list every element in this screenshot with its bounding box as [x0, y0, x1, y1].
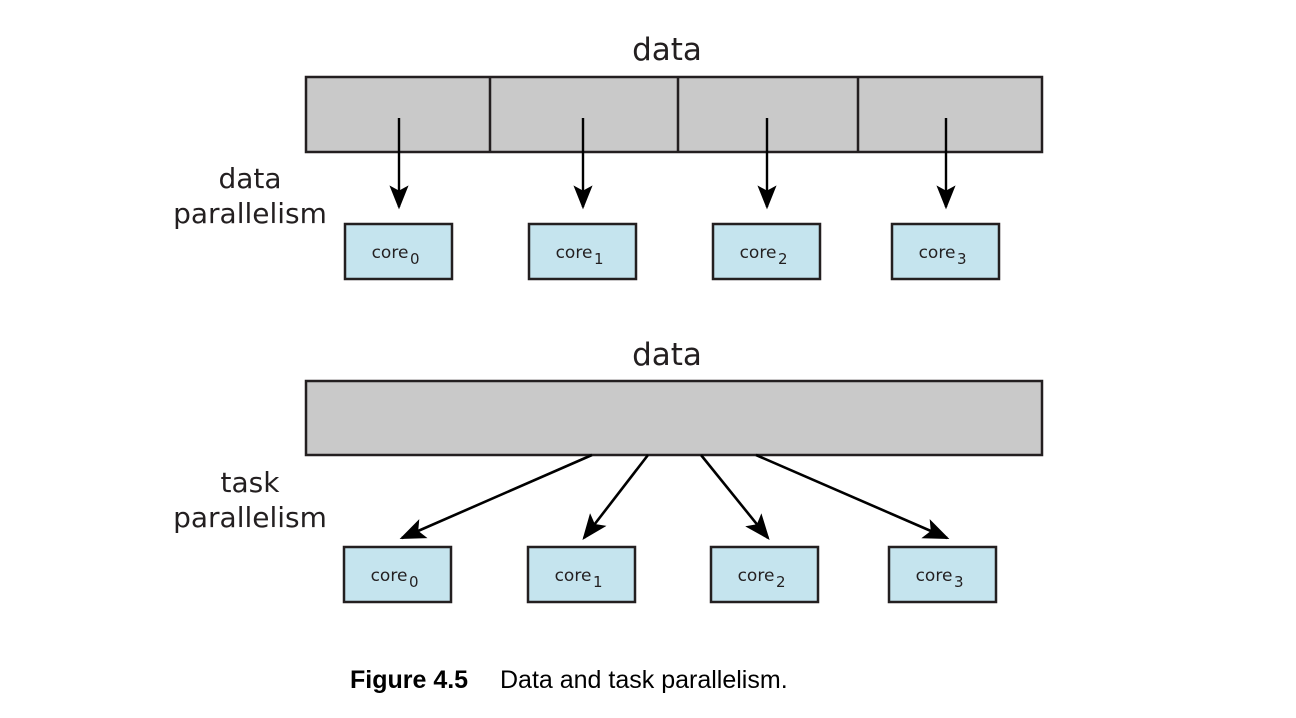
- core-box-task-2-index: 2: [776, 573, 786, 591]
- figure-caption-text: Data and task parallelism.: [500, 666, 788, 694]
- figure-caption-label: Figure 4.5: [350, 666, 468, 694]
- core-box-0-label: core: [372, 243, 409, 263]
- core-box-1-index: 1: [594, 250, 604, 268]
- core-box-0[interactable]: core 0: [343, 222, 454, 281]
- core-box-1-label: core: [556, 243, 593, 263]
- core-box-task-0-rect[interactable]: [342, 545, 453, 604]
- core-box-0-index: 0: [410, 250, 420, 268]
- core-box-task-0-label: core: [371, 566, 408, 586]
- core-box-1-rect[interactable]: [527, 222, 638, 281]
- arrows-vertical: [389, 118, 956, 210]
- data-bar-bottom: [304, 379, 1044, 457]
- core-box-1[interactable]: core 1: [527, 222, 638, 281]
- side-label-line2: parallelism: [173, 197, 327, 230]
- core-box-3-index: 3: [957, 250, 967, 268]
- section-data-parallelism: data data parallelism: [173, 32, 1044, 281]
- core-box-0-rect[interactable]: [343, 222, 454, 281]
- arrows-fan-out: [399, 453, 950, 541]
- data-bar-solid: [304, 379, 1044, 457]
- core-box-2[interactable]: core 2: [711, 222, 822, 281]
- data-bar-top: [304, 75, 1044, 154]
- core-box-task-3[interactable]: core 3: [887, 545, 998, 604]
- core-box-task-1-label: core: [555, 566, 592, 586]
- core-box-task-1[interactable]: core 1: [526, 545, 637, 604]
- core-box-2-label: core: [740, 243, 777, 263]
- arrow-task-to-core-3: [755, 453, 950, 540]
- core-box-task-3-label: core: [916, 566, 953, 586]
- core-box-3-label: core: [919, 243, 956, 263]
- arrow-task-to-core-2: [699, 454, 770, 541]
- core-box-task-3-index: 3: [954, 573, 964, 591]
- core-box-task-1-index: 1: [593, 573, 603, 591]
- core-box-2-rect[interactable]: [711, 222, 822, 281]
- core-row-task-parallelism: core 0 core 1 core 2 core 3: [342, 545, 998, 604]
- side-label-data-parallelism: data parallelism: [173, 162, 327, 230]
- figure-caption: Figure 4.5 Data and task parallelism.: [350, 666, 788, 694]
- core-box-task-2-rect[interactable]: [709, 545, 820, 604]
- side-label-task-line1: task: [221, 466, 281, 499]
- core-box-task-2[interactable]: core 2: [709, 545, 820, 604]
- data-title-bottom: data: [632, 337, 702, 373]
- core-row-data-parallelism: core 0 core 1 core 2 core 3: [343, 222, 1001, 281]
- data-bar-segmented: [304, 75, 1044, 154]
- core-box-task-1-rect[interactable]: [526, 545, 637, 604]
- core-box-3[interactable]: core 3: [890, 222, 1001, 281]
- data-title-top: data: [632, 32, 702, 68]
- arrow-task-to-core-1: [582, 454, 650, 541]
- core-box-task-0[interactable]: core 0: [342, 545, 453, 604]
- core-box-task-2-label: core: [738, 566, 775, 586]
- core-box-task-3-rect[interactable]: [887, 545, 998, 604]
- core-box-task-0-index: 0: [409, 573, 419, 591]
- side-label-task-parallelism: task parallelism: [173, 466, 327, 534]
- section-task-parallelism: data task parallelism core: [173, 337, 1044, 604]
- arrow-task-to-core-0: [399, 453, 593, 540]
- core-box-3-rect[interactable]: [890, 222, 1001, 281]
- side-label-task-line2: parallelism: [173, 501, 327, 534]
- core-box-2-index: 2: [778, 250, 788, 268]
- side-label-line1: data: [218, 162, 281, 195]
